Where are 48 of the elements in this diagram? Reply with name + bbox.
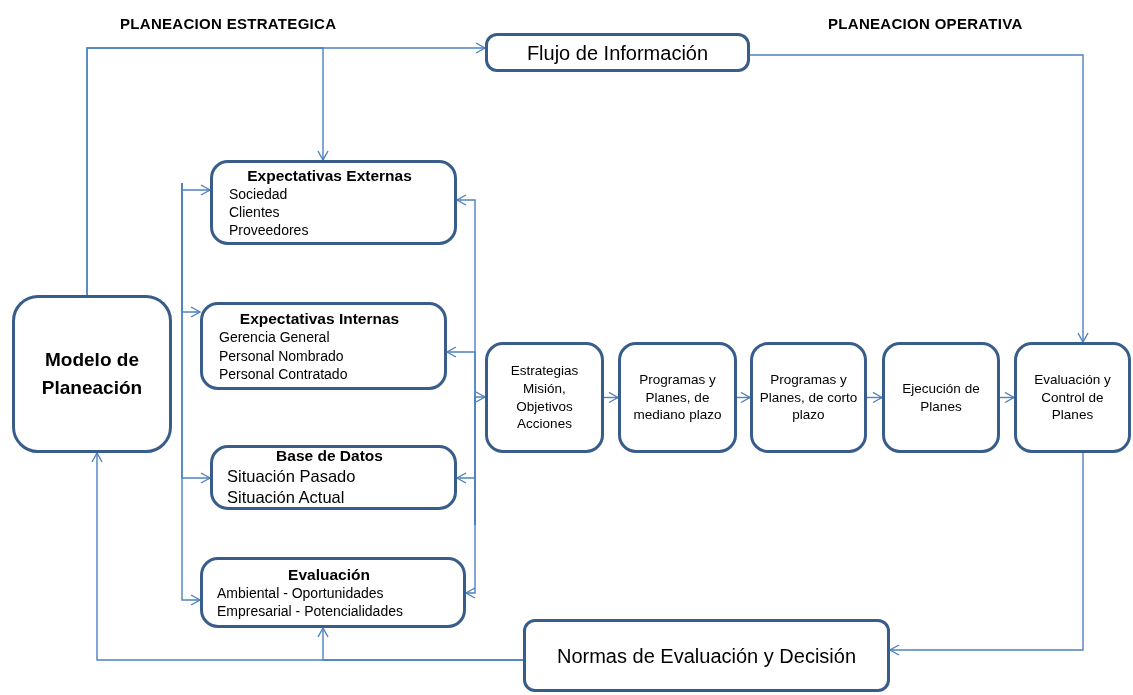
arrow bbox=[736, 391, 751, 404]
rounded-box bbox=[200, 302, 447, 390]
box-label: Evaluación y Control de Planes bbox=[1033, 371, 1112, 424]
list-item: Sociedad bbox=[228, 184, 289, 204]
rounded-box bbox=[618, 342, 737, 453]
section-heading: PLANEACION OPERATIVA bbox=[828, 15, 1023, 32]
list-item: Situación Pasado bbox=[226, 465, 357, 487]
box-label: Modelo de Planeación bbox=[40, 348, 144, 400]
box-label: Normas de Evaluación y Decisión bbox=[557, 643, 856, 669]
box-heading: Evaluación bbox=[287, 564, 371, 584]
arrow bbox=[889, 452, 1084, 656]
list-item: Gerencia General bbox=[218, 328, 331, 347]
section-heading: PLANEACION ESTRATEGICA bbox=[120, 15, 337, 32]
arrow bbox=[86, 47, 329, 296]
rounded-box bbox=[882, 342, 1000, 453]
arrow bbox=[999, 391, 1015, 404]
arrow bbox=[465, 524, 476, 599]
rounded-box bbox=[485, 342, 604, 453]
arrow bbox=[181, 182, 211, 196]
box-label: Programas y Planes, de corto plazo bbox=[759, 371, 858, 424]
box-label: Estrategias Misión, Objetivos Acciones bbox=[509, 362, 580, 433]
rounded-box bbox=[750, 342, 867, 453]
list-item: Clientes bbox=[228, 203, 281, 222]
rounded-box bbox=[523, 619, 890, 692]
arrow bbox=[866, 391, 883, 404]
box-label: Flujo de Información bbox=[526, 40, 709, 66]
list-item: Situación Actual bbox=[226, 487, 346, 509]
list-item: Personal Contratado bbox=[218, 364, 349, 383]
rounded-box bbox=[12, 295, 172, 453]
rounded-box bbox=[210, 445, 457, 510]
list-item: Personal Nombrado bbox=[218, 346, 345, 365]
rounded-box bbox=[485, 33, 750, 72]
rounded-box bbox=[200, 557, 466, 628]
arrow bbox=[181, 182, 201, 606]
arrow bbox=[317, 627, 524, 661]
box-heading: Base de Datos bbox=[275, 446, 384, 466]
box-heading: Expectativas Externas bbox=[246, 165, 413, 185]
box-heading: Expectativas Internas bbox=[238, 309, 401, 329]
list-item: Ambiental - Oportunidades bbox=[216, 584, 385, 603]
arrow bbox=[603, 391, 619, 404]
rounded-box bbox=[1014, 342, 1131, 453]
box-label: Ejecución de Planes bbox=[901, 379, 981, 416]
rounded-box bbox=[210, 160, 457, 245]
list-item: Empresarial - Potencialidades bbox=[216, 602, 404, 621]
box-label: Programas y Planes, de mediano plazo bbox=[632, 371, 723, 424]
arrow bbox=[749, 54, 1089, 343]
arrow bbox=[474, 391, 486, 526]
list-item: Proveedores bbox=[228, 221, 310, 240]
